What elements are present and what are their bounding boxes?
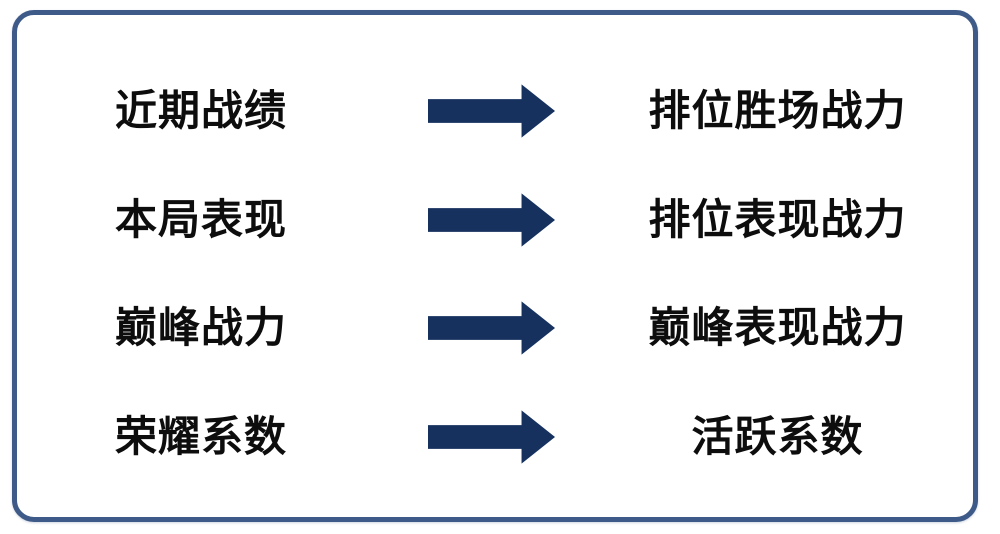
mapping-row: 本局表现 排位表现战力 (17, 166, 973, 275)
mapping-panel: 近期战绩 排位胜场战力 本局表现 排位表现战力 巅峰战力 (12, 10, 978, 522)
target-label: 活跃系数 (691, 412, 864, 460)
right-arrow-icon (402, 82, 582, 140)
right-arrow-icon (402, 299, 582, 357)
mapping-row: 巅峰战力 巅峰表现战力 (17, 274, 973, 383)
source-label: 近期战绩 (115, 87, 288, 135)
target-label: 排位表现战力 (648, 195, 907, 243)
right-arrow-icon (402, 191, 582, 249)
right-arrow-icon (402, 408, 582, 466)
target-label: 排位胜场战力 (648, 87, 907, 135)
target-label: 巅峰表现战力 (648, 304, 907, 352)
source-label: 本局表现 (115, 195, 288, 243)
mapping-row: 荣耀系数 活跃系数 (17, 383, 973, 492)
mapping-row: 近期战绩 排位胜场战力 (17, 57, 973, 166)
mapping-rows: 近期战绩 排位胜场战力 本局表现 排位表现战力 巅峰战力 (17, 15, 973, 517)
source-label: 荣耀系数 (115, 412, 288, 460)
source-label: 巅峰战力 (115, 304, 288, 352)
